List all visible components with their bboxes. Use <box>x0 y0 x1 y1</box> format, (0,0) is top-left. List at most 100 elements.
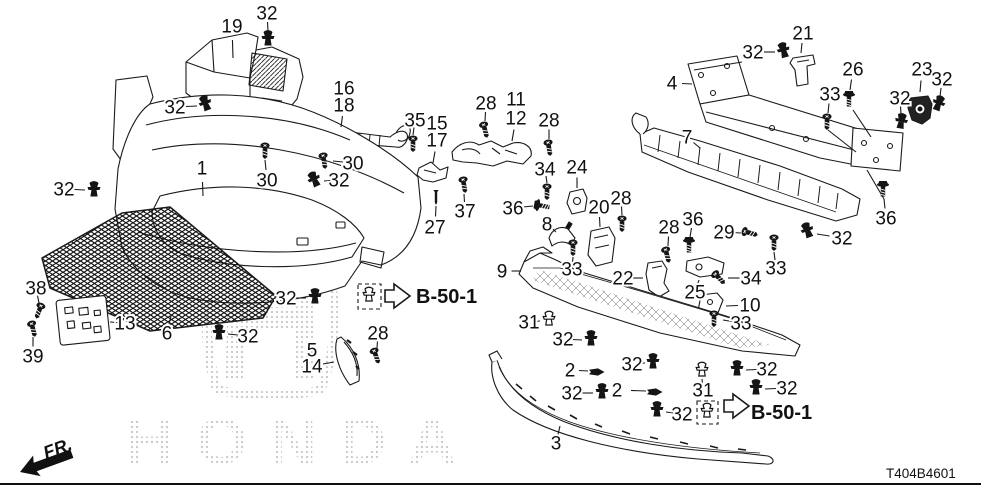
part-callout-14[interactable]: 14 <box>299 355 325 380</box>
leader-line <box>340 115 344 128</box>
clip-fastener-icon <box>930 93 948 113</box>
part-callout-36[interactable]: 36 <box>500 197 525 222</box>
pin-outline-fastener-icon <box>542 310 556 326</box>
part-callout-33[interactable]: 33 <box>728 312 753 337</box>
part-callout-23[interactable]: 23 <box>909 58 934 83</box>
part-13-license-plate-bracket <box>55 295 111 346</box>
part-callout-36[interactable]: 36 <box>873 207 898 232</box>
part-callout-9[interactable]: 9 <box>495 260 510 285</box>
leader-line <box>681 82 693 85</box>
leader-line <box>725 304 739 307</box>
part-callout-32[interactable]: 32 <box>273 287 298 312</box>
part-callout-29[interactable]: 29 <box>711 221 736 246</box>
leader-line <box>201 181 204 197</box>
part-callout-27[interactable]: 27 <box>422 216 447 241</box>
part-callout-32[interactable]: 32 <box>669 403 694 428</box>
screw-fastener-icon <box>368 345 384 366</box>
dashed-box <box>696 400 719 425</box>
part-callout-28[interactable]: 28 <box>536 109 561 134</box>
leader-line <box>571 256 574 264</box>
leader-line <box>899 105 902 115</box>
part-callout-37[interactable]: 37 <box>452 200 477 225</box>
part-callout-32[interactable]: 32 <box>887 87 912 112</box>
part-callout-32[interactable]: 32 <box>754 358 779 383</box>
part-callout-16[interactable]: 16 <box>331 77 356 102</box>
screw-fastener-icon <box>477 120 492 140</box>
part-callout-33[interactable]: 33 <box>559 258 584 283</box>
reference-label[interactable]: B-50-1 <box>416 286 477 308</box>
part-callout-19[interactable]: 19 <box>219 15 244 40</box>
part-callout-21[interactable]: 21 <box>790 22 815 47</box>
part-callout-8[interactable]: 8 <box>540 213 555 238</box>
part-callout-30[interactable]: 30 <box>340 152 365 177</box>
leader-line <box>800 42 803 54</box>
bolt-fastener-icon <box>876 180 890 197</box>
part-callout-7[interactable]: 7 <box>680 126 695 151</box>
part-callout-32[interactable]: 32 <box>235 325 260 350</box>
part-callout-5[interactable]: 5 <box>305 339 320 364</box>
part-callout-32[interactable]: 32 <box>619 353 644 378</box>
part-callout-32[interactable]: 32 <box>829 227 854 252</box>
part-callout-2[interactable]: 2 <box>563 359 578 384</box>
part-callout-11[interactable]: 11 <box>504 88 528 113</box>
part-callout-32[interactable]: 32 <box>326 169 351 194</box>
part-callout-32[interactable]: 32 <box>740 41 765 66</box>
part-callout-22[interactable]: 22 <box>610 267 635 292</box>
reference-label[interactable]: B-50-1 <box>751 402 812 424</box>
part-callout-15[interactable]: 15 <box>424 112 449 137</box>
part-callout-28[interactable]: 28 <box>656 216 681 241</box>
leader-line <box>109 321 118 324</box>
cross-reference-b50-1-a[interactable]: B-50-1 <box>357 282 477 310</box>
part-callout-34[interactable]: 34 <box>738 267 764 292</box>
part-callout-32[interactable]: 32 <box>51 178 76 203</box>
part-callout-1[interactable]: 1 <box>195 157 210 182</box>
part-callout-18[interactable]: 18 <box>331 94 356 119</box>
honda-wordmark-watermark: HONDA <box>126 404 478 478</box>
part-callout-20[interactable]: 20 <box>586 196 611 221</box>
part-callout-31[interactable]: 31 <box>516 311 541 336</box>
part-callout-38[interactable]: 38 <box>23 277 48 302</box>
leader-line <box>667 236 670 247</box>
part-callout-24[interactable]: 24 <box>564 156 590 181</box>
clip-fastener-icon <box>798 220 816 240</box>
part-callout-28[interactable]: 28 <box>473 92 498 117</box>
part-callout-28[interactable]: 28 <box>365 322 390 347</box>
part-callout-3[interactable]: 3 <box>549 432 564 457</box>
part-callout-32[interactable]: 32 <box>254 2 279 27</box>
leader-line <box>745 368 757 371</box>
clip-fastener-icon <box>749 379 763 395</box>
leader-line <box>693 142 701 149</box>
part-callout-17[interactable]: 17 <box>424 129 449 154</box>
part-callout-30[interactable]: 30 <box>254 169 279 194</box>
leader-line <box>696 279 700 287</box>
cross-reference-b50-1-b[interactable]: B-50-1 <box>696 392 812 425</box>
part-callout-32[interactable]: 32 <box>550 328 575 353</box>
hpin-fastener-icon <box>647 388 663 396</box>
part-callout-12[interactable]: 12 <box>503 107 528 132</box>
part-callout-39[interactable]: 39 <box>20 345 45 370</box>
leader-line <box>816 233 830 237</box>
part-15-17-side-bracket <box>416 161 449 183</box>
part-callout-4[interactable]: 4 <box>665 72 680 97</box>
leader-line <box>578 369 589 372</box>
leader-line <box>231 39 234 59</box>
part-callout-10[interactable]: 10 <box>737 294 762 319</box>
part-callout-32[interactable]: 32 <box>559 382 584 407</box>
part-callout-36[interactable]: 36 <box>680 208 705 233</box>
clip-fastener-icon <box>775 40 792 59</box>
part-callout-32[interactable]: 32 <box>162 96 187 121</box>
part-callout-13[interactable]: 13 <box>112 312 137 337</box>
part-callout-6[interactable]: 6 <box>160 322 175 347</box>
part-callout-35[interactable]: 35 <box>402 109 427 134</box>
part-callout-31[interactable]: 31 <box>690 379 715 404</box>
part-callout-28[interactable]: 28 <box>608 187 633 212</box>
part-callout-26[interactable]: 26 <box>840 58 865 83</box>
part-callout-34[interactable]: 34 <box>532 158 558 183</box>
part-callout-25[interactable]: 25 <box>682 281 707 306</box>
part-callout-32[interactable]: 32 <box>929 68 954 93</box>
part-callout-33[interactable]: 33 <box>763 257 788 282</box>
part-callout-32[interactable]: 32 <box>774 377 799 402</box>
part-callout-2[interactable]: 2 <box>610 379 625 404</box>
part-callout-33[interactable]: 33 <box>817 83 842 108</box>
